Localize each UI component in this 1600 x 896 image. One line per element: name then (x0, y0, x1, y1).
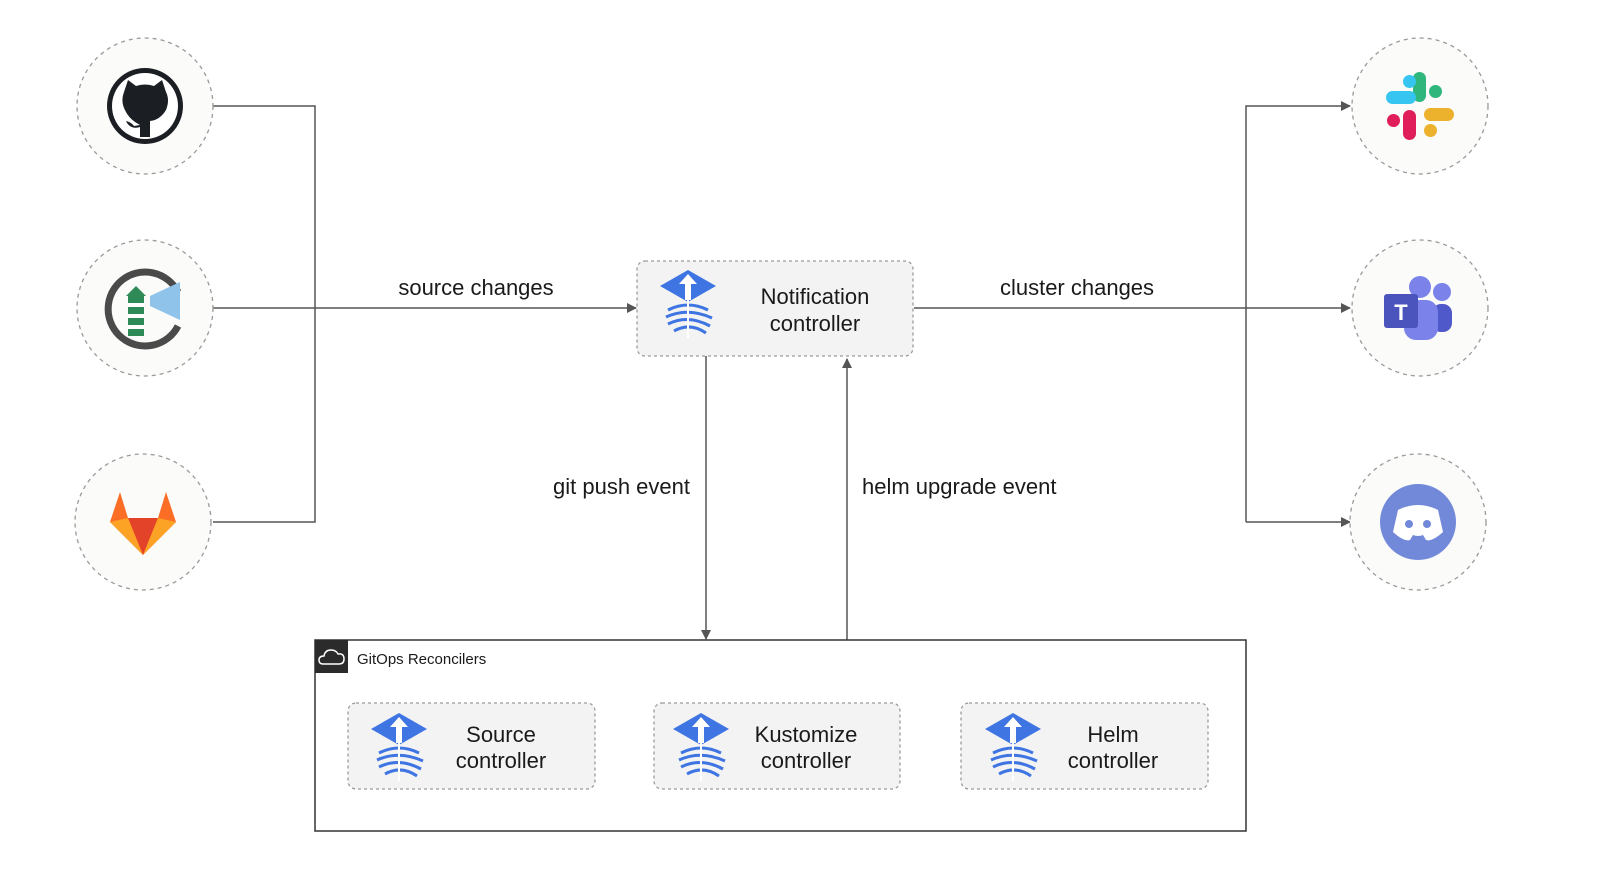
teams-icon: T (1384, 276, 1452, 340)
kustomize-controller-line2: controller (761, 748, 851, 773)
harbor-icon (104, 268, 182, 350)
helm-controller-node: Helm controller (960, 702, 1209, 790)
github-node (76, 37, 214, 175)
source-controller-line2: controller (456, 748, 546, 773)
github-icon (107, 68, 183, 144)
git-push-event-label: git push event (553, 474, 690, 499)
helm-controller-line2: controller (1068, 748, 1158, 773)
discord-icon (1380, 484, 1456, 560)
discord-node (1349, 453, 1487, 591)
cluster-changes-label: cluster changes (1000, 275, 1154, 300)
notification-controller-line2: controller (770, 311, 860, 336)
source-controller-node: Source controller (347, 702, 596, 790)
slack-node (1351, 37, 1489, 175)
kustomize-controller-node: Kustomize controller (653, 702, 901, 790)
notification-controller-node: Notification controller (636, 260, 914, 357)
kustomize-controller-line1: Kustomize (755, 722, 858, 747)
cloud-icon (318, 649, 345, 665)
teams-node: T (1351, 239, 1489, 377)
helm-controller-line1: Helm (1087, 722, 1138, 747)
group-title: GitOps Reconcilers (357, 651, 486, 668)
source-controller-line1: Source (466, 722, 536, 747)
helm-upgrade-event-label: helm upgrade event (862, 474, 1056, 499)
target-connectors (914, 101, 1351, 527)
gitlab-node (74, 453, 212, 591)
harbor-node (76, 239, 214, 377)
gitlab-icon (110, 492, 176, 555)
svg-text:T: T (1394, 300, 1408, 325)
notification-controller-line1: Notification (761, 284, 870, 309)
source-connectors (213, 105, 637, 523)
source-changes-label: source changes (398, 275, 553, 300)
slack-icon (1386, 72, 1454, 140)
